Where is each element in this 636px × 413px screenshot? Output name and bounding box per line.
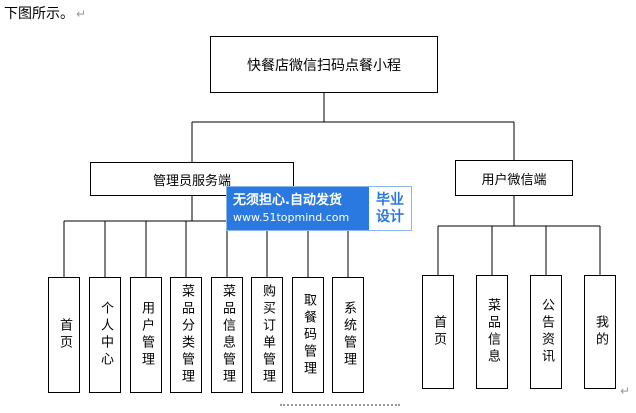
root-node: 快餐店微信扫码点餐小程 (210, 36, 438, 93)
admin-child-personal-center: 个人中心 (89, 277, 121, 393)
admin-child-system-management: 系统管理 (332, 277, 364, 393)
watermark-main: 无须担心.自动发货 www.51topmind.com (227, 187, 369, 230)
watermark-line1: 无须担心.自动发货 (233, 193, 342, 208)
intro-label: 下图所示。 (4, 6, 74, 22)
watermark-banner: 无须担心.自动发货 www.51topmind.com 毕业 设计 (226, 186, 412, 231)
admin-child-dish-category: 菜品分类管理 (170, 277, 202, 393)
user-child-home: 首页 (422, 275, 454, 389)
end-return-mark: ↵ (620, 384, 631, 398)
admin-child-order-management: 购买订单管理 (251, 277, 283, 393)
watermark-line2: www.51topmind.com (233, 211, 350, 224)
watermark-side2: 设计 (376, 208, 404, 225)
user-child-dish-info: 菜品信息 (476, 275, 508, 389)
user-node: 用户微信端 (455, 160, 573, 196)
admin-child-dish-info: 菜品信息管理 (211, 277, 243, 393)
cut-off-caption (280, 404, 400, 413)
return-mark: ↵ (76, 7, 87, 21)
user-child-mine: 我的 (584, 275, 616, 389)
admin-child-pickup-code: 取餐码管理 (292, 277, 324, 393)
user-child-announcements: 公告资讯 (530, 275, 562, 389)
admin-child-user-management: 用户管理 (130, 277, 162, 393)
intro-text: 下图所示。↵ (4, 5, 86, 23)
watermark-side1: 毕业 (376, 191, 404, 208)
admin-child-home: 首页 (48, 277, 80, 393)
watermark-side: 毕业 设计 (369, 187, 411, 230)
